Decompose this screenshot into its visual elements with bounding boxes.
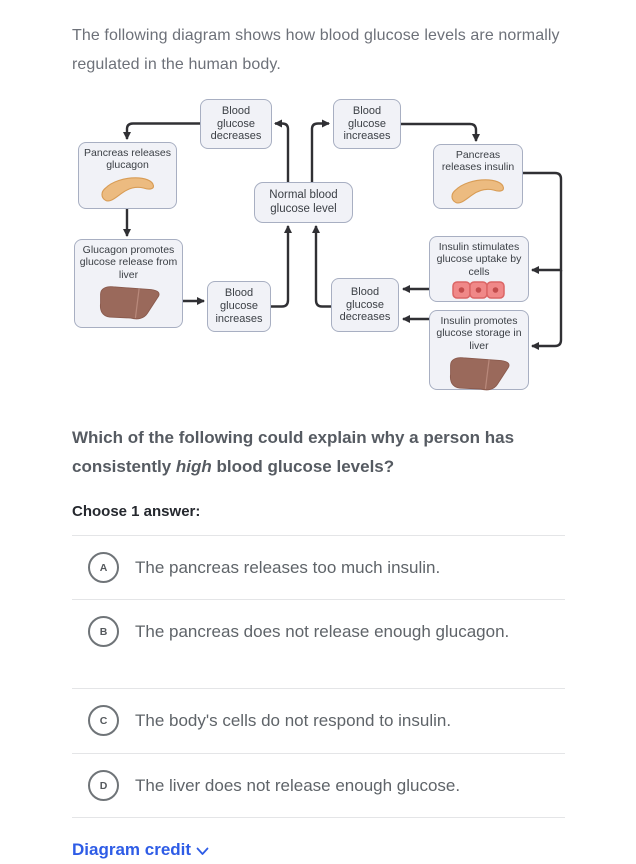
- box-normal-blood-glucose-level: Normal blood glucose level: [254, 182, 353, 223]
- option-b-text: The pancreas does not release enough glu…: [135, 622, 510, 641]
- box-label: Blood glucose decreases: [210, 104, 262, 143]
- box-insulin-stimulates-uptake: Insulin stimulates glucose uptake by cel…: [429, 236, 529, 302]
- box-label: Normal blood glucose level: [269, 188, 338, 215]
- chevron-down-icon: [196, 847, 209, 855]
- option-letter: B: [99, 625, 108, 638]
- question-prefix: Which of the following could explain why…: [72, 428, 515, 476]
- box-blood-glucose-increases-bottom: Blood glucose increases: [207, 281, 271, 332]
- option-d-text: The liver does not release enough glucos…: [135, 776, 461, 795]
- box-label: Pancreas releases insulin: [441, 149, 515, 174]
- answer-options: A The pancreas releases too much insulin…: [72, 535, 565, 818]
- box-blood-glucose-decreases-top: Blood glucose decreases: [200, 99, 272, 149]
- box-glucagon-promotes-glucose-release: Glucagon promotes glucose release from l…: [74, 239, 183, 328]
- box-pancreas-releases-insulin: Pancreas releases insulin: [433, 144, 523, 209]
- flow-arrows-icon: [123, 119, 563, 350]
- choose-answer-label: Choose 1 answer:: [72, 503, 201, 520]
- box-blood-glucose-decreases-bottom: Blood glucose decreases: [331, 278, 399, 332]
- box-label: Blood glucose increases: [343, 104, 391, 143]
- liver-icon: [99, 286, 159, 320]
- cells-icon: [452, 281, 505, 299]
- intro-text: The following diagram shows how blood gl…: [72, 27, 560, 73]
- option-a[interactable]: A The pancreas releases too much insulin…: [72, 535, 565, 599]
- option-c-radio[interactable]: C: [88, 705, 119, 736]
- option-letter: D: [99, 779, 108, 792]
- option-d-radio[interactable]: D: [88, 770, 119, 801]
- option-letter: C: [99, 714, 108, 727]
- diagram-credit-link[interactable]: Diagram credit: [72, 840, 209, 860]
- option-b-radio[interactable]: B: [88, 616, 119, 647]
- question-page: The following diagram shows how blood gl…: [0, 21, 636, 860]
- glucose-regulation-diagram: Blood glucose decreases Blood glucose in…: [72, 90, 576, 405]
- diagram-credit-label: Diagram credit: [72, 840, 192, 859]
- question-text: Which of the following could explain why…: [72, 423, 572, 481]
- box-insulin-promotes-storage: Insulin promotes glucose storage in live…: [429, 310, 529, 391]
- option-c-text: The body's cells do not respond to insul…: [135, 711, 452, 730]
- pancreas-icon: [451, 178, 504, 204]
- box-label: Pancreas releases glucagon: [84, 147, 171, 172]
- pancreas-icon: [100, 176, 154, 202]
- option-a-text: The pancreas releases too much insulin.: [135, 558, 441, 577]
- box-label: Blood glucose decreases: [339, 285, 391, 324]
- question-suffix: blood glucose levels?: [211, 457, 395, 476]
- option-d[interactable]: D The liver does not release enough gluc…: [72, 753, 565, 817]
- option-letter: A: [99, 561, 108, 574]
- box-pancreas-releases-glucagon: Pancreas releases glucagon: [78, 142, 177, 209]
- option-c[interactable]: C The body's cells do not respond to ins…: [72, 688, 565, 753]
- option-a-radio[interactable]: A: [88, 552, 119, 583]
- box-label: Insulin promotes glucose storage in live…: [436, 315, 522, 352]
- liver-icon: [449, 357, 510, 391]
- option-b[interactable]: B The pancreas does not release enough g…: [72, 599, 565, 688]
- box-blood-glucose-increases-top: Blood glucose increases: [333, 99, 401, 149]
- box-label: Blood glucose increases: [215, 287, 263, 325]
- box-label: Insulin stimulates glucose uptake by cel…: [436, 241, 522, 278]
- box-label: Glucagon promotes glucose release from l…: [79, 244, 178, 281]
- question-emphasis: high: [175, 457, 212, 476]
